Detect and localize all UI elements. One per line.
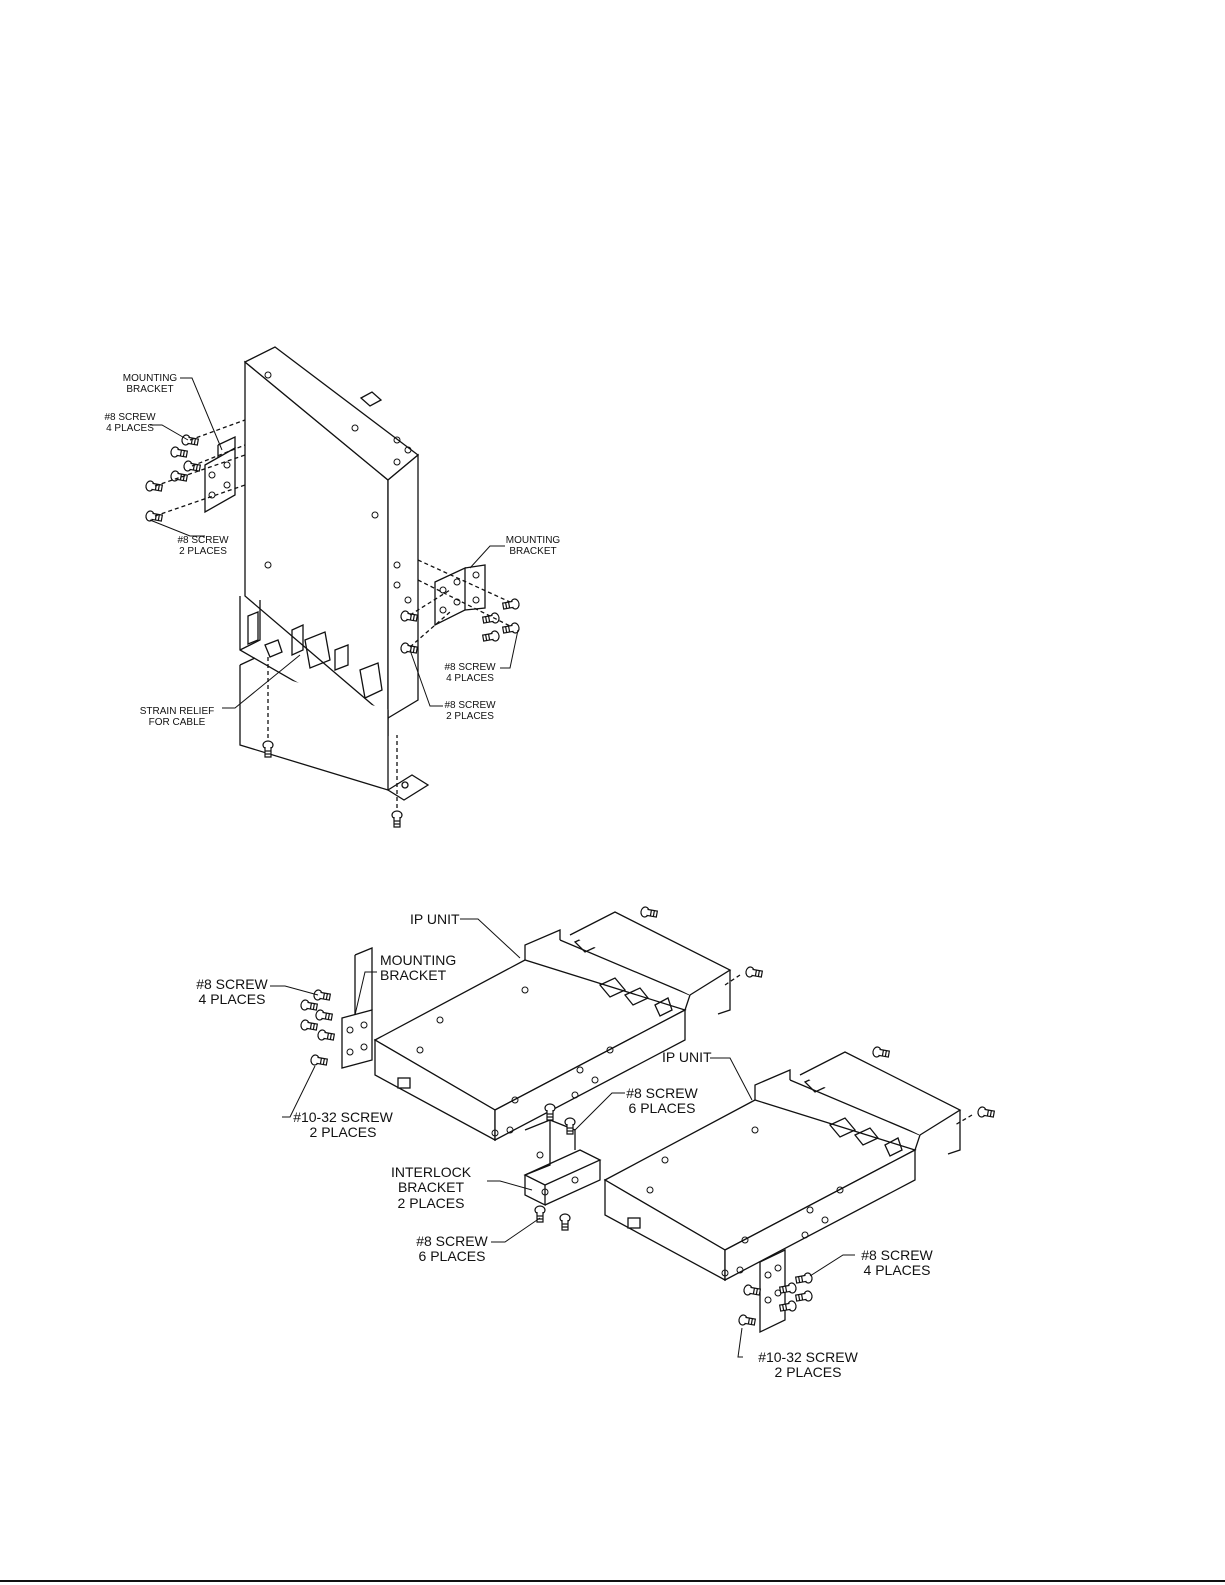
label-screw-6-places-top: #8 SCREW 6 PLACES [626, 1085, 698, 1117]
label-mounting-bracket: MOUNTING BRACKET [380, 952, 457, 984]
label-screw-4-places-top-left: #8 SCREW 4 PLACES [196, 976, 268, 1008]
label-strain-relief: STRAIN RELIEF FOR CABLE [139, 706, 215, 728]
label-mounting-bracket-left: MOUNTING BRACKET [122, 373, 178, 395]
label-screw-6-places-bottom: #8 SCREW 6 PLACES [416, 1233, 488, 1265]
label-mounting-bracket-right: MOUNTING BRACKET [505, 535, 561, 557]
label-interlock-bracket: INTERLOCK BRACKET 2 PLACES [390, 1164, 472, 1211]
figure-2-stacked-units [270, 905, 996, 1358]
figure-1-vertical-mount [144, 346, 521, 828]
label-screw-2-places-right: #8 SCREW 2 PLACES [444, 700, 496, 722]
label-screw-4-places-left: #8 SCREW 4 PLACES [104, 412, 156, 434]
label-screw-2-places-left: #8 SCREW 2 PLACES [177, 535, 229, 557]
label-10-32-screw-right: #10-32 SCREW 2 PLACES [758, 1349, 858, 1381]
footer-rule [0, 1580, 1225, 1582]
top-left-bracket [341, 1009, 373, 1069]
label-screw-4-places-right: #8 SCREW 4 PLACES [444, 662, 496, 684]
label-ip-unit-bottom: IP UNIT [662, 1049, 712, 1065]
interlock-bracket [523, 1149, 602, 1186]
label-10-32-screw-left: #10-32 SCREW 2 PLACES [293, 1109, 393, 1141]
bottom-cover [239, 665, 389, 791]
label-screw-4-places-bottom-right: #8 SCREW 4 PLACES [861, 1247, 933, 1279]
unit-side-face [387, 453, 419, 720]
label-ip-unit-top: IP UNIT [410, 911, 460, 927]
left-bracket [204, 446, 236, 514]
